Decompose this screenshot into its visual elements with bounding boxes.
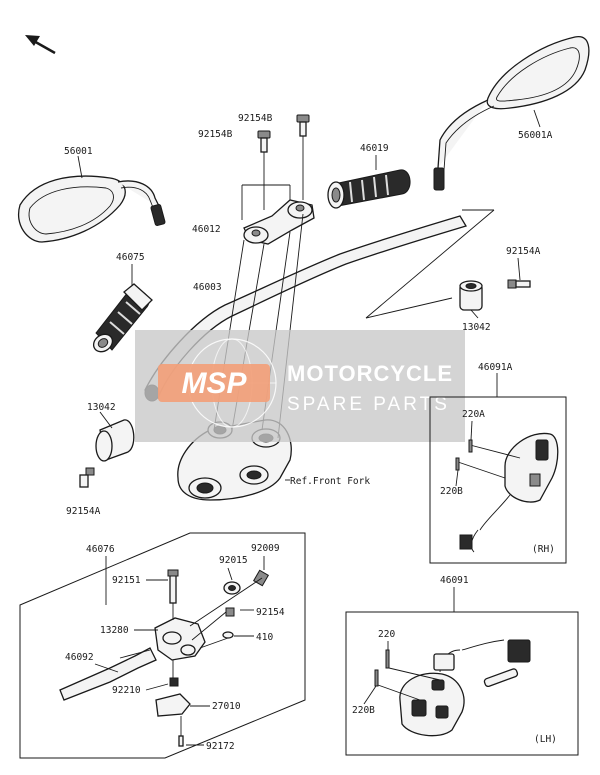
lever-box bbox=[19, 532, 306, 759]
label-56001: 56001 bbox=[64, 146, 93, 157]
rh-switch-box bbox=[429, 396, 567, 564]
handlebar-holder bbox=[243, 199, 315, 245]
lh-switch-box bbox=[345, 611, 579, 756]
grip-left bbox=[92, 264, 153, 353]
label-220b-rh: 220B bbox=[440, 486, 463, 497]
label-92154b-b: 92154B bbox=[198, 129, 233, 140]
watermark-line1: MOTORCYCLE bbox=[287, 361, 453, 386]
label-92172: 92172 bbox=[206, 741, 235, 752]
label-13280: 13280 bbox=[100, 625, 129, 636]
label-rh: (RH) bbox=[532, 544, 555, 555]
watermark-line2: SPARE PARTS bbox=[287, 394, 450, 415]
label-410: 410 bbox=[256, 632, 273, 643]
label-ref-front-fork: Ref.Front Fork bbox=[290, 476, 370, 487]
mirror-left bbox=[17, 155, 166, 243]
label-46076: 46076 bbox=[86, 544, 115, 555]
label-92154a-left: 92154A bbox=[66, 506, 101, 517]
label-13042-left: 13042 bbox=[87, 402, 116, 413]
bolt-92154a-left bbox=[79, 467, 95, 488]
grip-right bbox=[327, 155, 411, 209]
label-220b-lh: 220B bbox=[352, 705, 375, 716]
label-92154: 92154 bbox=[256, 607, 285, 618]
mirror-right bbox=[433, 36, 590, 191]
label-220: 220 bbox=[378, 629, 395, 640]
brake-lever-assy bbox=[59, 569, 270, 747]
bar-end-weight-right bbox=[459, 280, 483, 319]
label-92154a-top: 92154A bbox=[506, 246, 541, 257]
label-92009: 92009 bbox=[251, 543, 280, 554]
label-92151: 92151 bbox=[112, 575, 141, 586]
label-92210: 92210 bbox=[112, 685, 141, 696]
bolt-92154b-b bbox=[241, 130, 291, 220]
label-46003: 46003 bbox=[193, 282, 222, 293]
bolt-92154a-right bbox=[507, 257, 531, 289]
bar-end-weight-left bbox=[95, 411, 135, 462]
label-220a: 220A bbox=[462, 409, 485, 420]
watermark-logo: MSP bbox=[181, 367, 247, 400]
label-46092: 46092 bbox=[65, 652, 94, 663]
label-92015: 92015 bbox=[219, 555, 248, 566]
arrow-up-left-icon bbox=[25, 35, 56, 55]
switch-left bbox=[374, 639, 531, 737]
watermark: MSP MOTORCYCLE SPARE PARTS bbox=[135, 330, 465, 442]
switch-right bbox=[455, 432, 559, 553]
label-56001a: 56001A bbox=[518, 130, 553, 141]
bolt-92154b-a bbox=[296, 114, 310, 200]
label-46091: 46091 bbox=[440, 575, 469, 586]
label-13042-right: 13042 bbox=[462, 322, 491, 333]
label-lh: (LH) bbox=[534, 734, 557, 745]
label-46012: 46012 bbox=[192, 224, 221, 235]
label-27010: 27010 bbox=[212, 701, 241, 712]
label-46075: 46075 bbox=[116, 252, 145, 263]
label-92154b-a: 92154B bbox=[238, 113, 273, 124]
label-46091a: 46091A bbox=[478, 362, 513, 373]
label-46019: 46019 bbox=[360, 143, 389, 154]
